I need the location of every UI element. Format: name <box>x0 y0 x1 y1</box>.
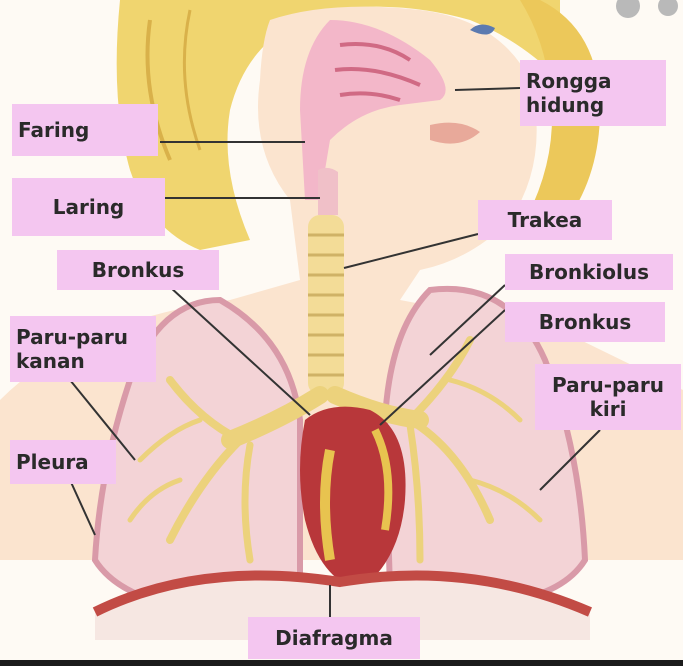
label-trakea: Trakea <box>478 200 612 240</box>
label-bronkus-right: Bronkus <box>505 302 665 342</box>
bottom-border <box>0 660 683 666</box>
label-faring: Faring <box>12 104 158 156</box>
label-rongga-hidung: Rongga hidung <box>520 60 666 126</box>
label-paru-paru-kanan: Paru-paru kanan <box>10 316 156 382</box>
label-diafragma: Diafragma <box>248 617 420 659</box>
label-pleura: Pleura <box>10 440 116 484</box>
label-bronkiolus: Bronkiolus <box>505 254 673 290</box>
label-bronkus-left: Bronkus <box>57 250 219 290</box>
label-paru-paru-kiri: Paru-paru kiri <box>535 364 681 430</box>
label-laring: Laring <box>12 178 165 236</box>
